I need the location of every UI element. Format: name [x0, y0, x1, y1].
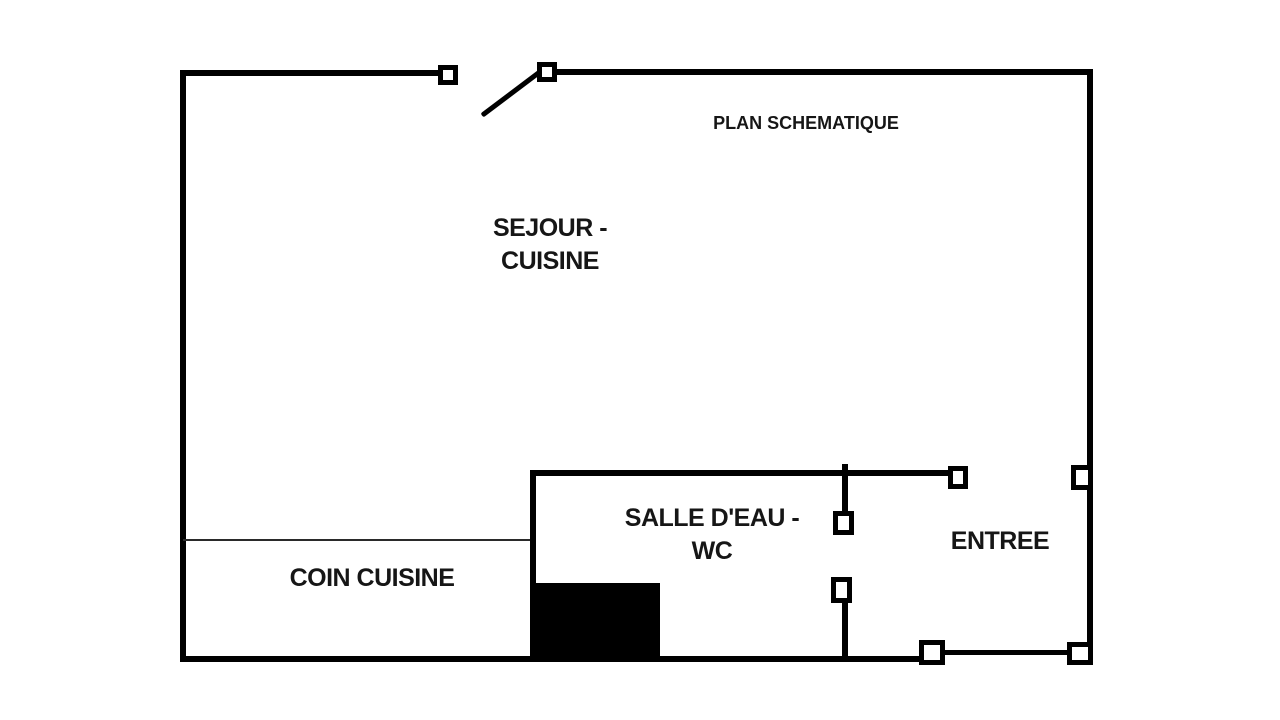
room-label-sejour-line2: CUISINE: [501, 247, 599, 275]
door-jamb-bottom-right-corner: [1067, 642, 1093, 665]
room-label-entree: ENTREE: [950, 527, 1050, 555]
room-label-salle-eau-wc: SALLE D'EAU - WC: [592, 502, 832, 568]
wall-top-right-segment: [555, 69, 1093, 75]
door-jamb-salle-eau-lower: [831, 577, 852, 603]
door-jamb-entree-top-right: [1071, 465, 1093, 490]
wall-right: [1087, 69, 1093, 647]
room-label-salle-eau-line2: WC: [691, 537, 733, 565]
room-label-sejour-line1: SEJOUR -: [492, 214, 608, 242]
wall-salle-eau-top: [530, 470, 952, 476]
door-jamb-entrance-bottom-left: [919, 640, 945, 665]
wall-salle-eau-left: [530, 470, 536, 662]
fixture-block: [535, 583, 660, 662]
wall-left: [180, 70, 186, 662]
room-label-sejour-cuisine: SEJOUR - CUISINE: [430, 212, 670, 278]
plan-title: PLAN SCHEMATIQUE: [713, 113, 899, 133]
door-jamb-entree-top-left: [948, 466, 968, 489]
room-label-salle-eau-line1: SALLE D'EAU -: [624, 504, 800, 532]
door-jamb-top-left: [438, 65, 458, 85]
door-jamb-salle-eau-upper: [833, 511, 854, 535]
wall-door-lower-segment: [842, 600, 848, 658]
entrance-threshold-line: [943, 650, 1071, 655]
wall-door-upper-segment: [842, 476, 848, 514]
room-label-coin-cuisine: COIN CUISINE: [289, 564, 455, 592]
door-jamb-top-right: [537, 62, 557, 82]
partition-coin-cuisine-line: [183, 539, 530, 541]
wall-top-left-segment: [180, 70, 440, 76]
door-swing-line: [480, 69, 542, 118]
wall-door-stub-top: [842, 464, 848, 471]
